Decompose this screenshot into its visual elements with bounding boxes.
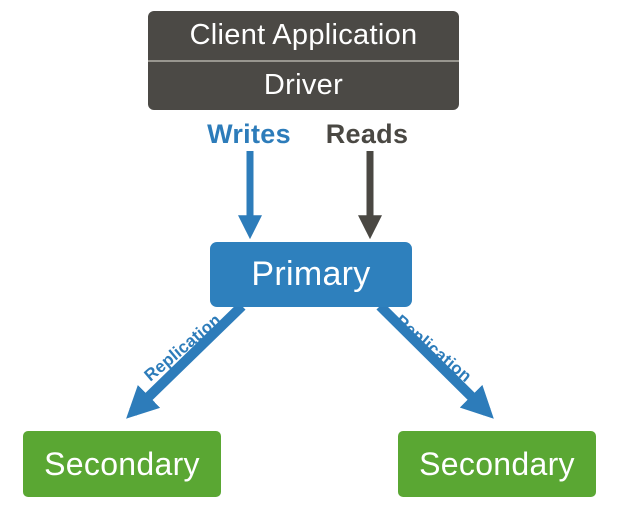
reads-label: Reads: [325, 119, 409, 149]
secondary-left-label: Secondary: [44, 445, 200, 482]
secondary-right-box: Secondary: [398, 431, 596, 497]
client-application-box: Client Application Driver: [148, 11, 459, 110]
writes-label: Writes: [207, 119, 291, 149]
replication-right-arrow: [376, 302, 494, 419]
primary-box: Primary: [210, 242, 412, 307]
client-driver-divider: [148, 59, 459, 62]
client-application-label: Client Application: [189, 18, 418, 51]
secondary-left-box: Secondary: [23, 431, 221, 497]
secondary-right-label: Secondary: [419, 445, 575, 482]
primary-label: Primary: [251, 255, 371, 293]
replication-left-arrow: [126, 302, 246, 419]
driver-label: Driver: [263, 69, 344, 102]
